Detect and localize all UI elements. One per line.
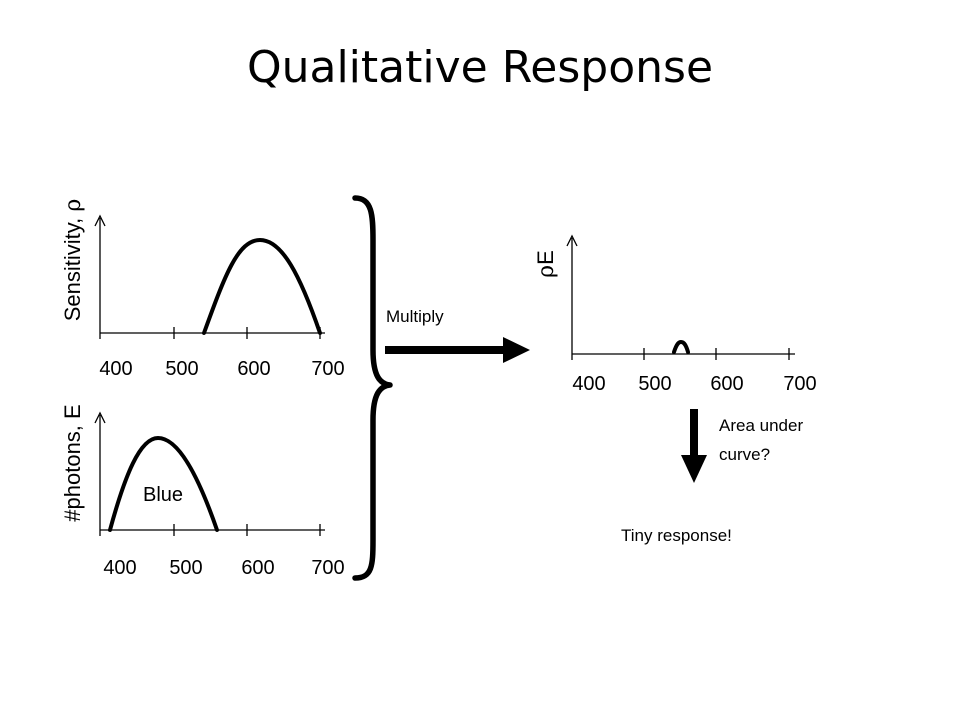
photons-y-label: #photons, E xyxy=(60,404,85,521)
multiply-label: Multiply xyxy=(386,307,444,326)
photons-tick-label-400: 400 xyxy=(103,557,136,579)
grouping-brace xyxy=(352,195,393,581)
sensitivity-y-label-text: Sensitivity, xyxy=(60,212,85,322)
multiply-arrow-icon xyxy=(503,337,530,363)
photons-tick-label-500: 500 xyxy=(169,557,202,579)
photons-tick-label-600: 600 xyxy=(241,557,274,579)
sensitivity-y-label: Sensitivity, ρ xyxy=(60,199,86,322)
product-plot: 400 500 600 700 ρE xyxy=(533,234,817,395)
product-tick-label-700: 700 xyxy=(783,373,816,395)
product-y-label: ρE xyxy=(533,250,559,278)
photons-curve xyxy=(108,435,219,532)
product-tick-label-600: 600 xyxy=(710,373,743,395)
product-tick-label-400: 400 xyxy=(572,373,605,395)
area-arrow-icon xyxy=(681,455,707,483)
sensitivity-y-axis-arrow-icon xyxy=(94,214,106,227)
sensitivity-curve xyxy=(202,237,322,335)
sensitivity-tick-label-400: 400 xyxy=(99,358,132,380)
area-under-curve-line2: curve? xyxy=(719,445,770,464)
product-curve xyxy=(672,339,690,354)
sensitivity-tick-label-700: 700 xyxy=(311,358,344,380)
photons-tick-label-700: 700 xyxy=(311,557,344,579)
photons-plot: Blue 400 500 600 700 #photons, E xyxy=(60,404,345,579)
sensitivity-tick-label-500: 500 xyxy=(165,358,198,380)
sensitivity-tick-label-600: 600 xyxy=(237,358,270,380)
tiny-response-label: Tiny response! xyxy=(621,526,732,545)
product-y-label-rho: ρ xyxy=(534,265,559,278)
product-y-axis-arrow-icon xyxy=(566,234,578,247)
sensitivity-y-label-rho: ρ xyxy=(61,199,86,212)
photons-y-axis-arrow-icon xyxy=(94,411,106,424)
sensitivity-plot: 400 500 600 700 Sensitivity, ρ xyxy=(60,199,345,380)
slide-title: Qualitative Response xyxy=(247,42,713,93)
product-y-label-text: E xyxy=(533,250,558,265)
photons-curve-label: Blue xyxy=(143,484,183,506)
area-under-curve-line1: Area under xyxy=(719,416,803,435)
product-tick-label-500: 500 xyxy=(638,373,671,395)
